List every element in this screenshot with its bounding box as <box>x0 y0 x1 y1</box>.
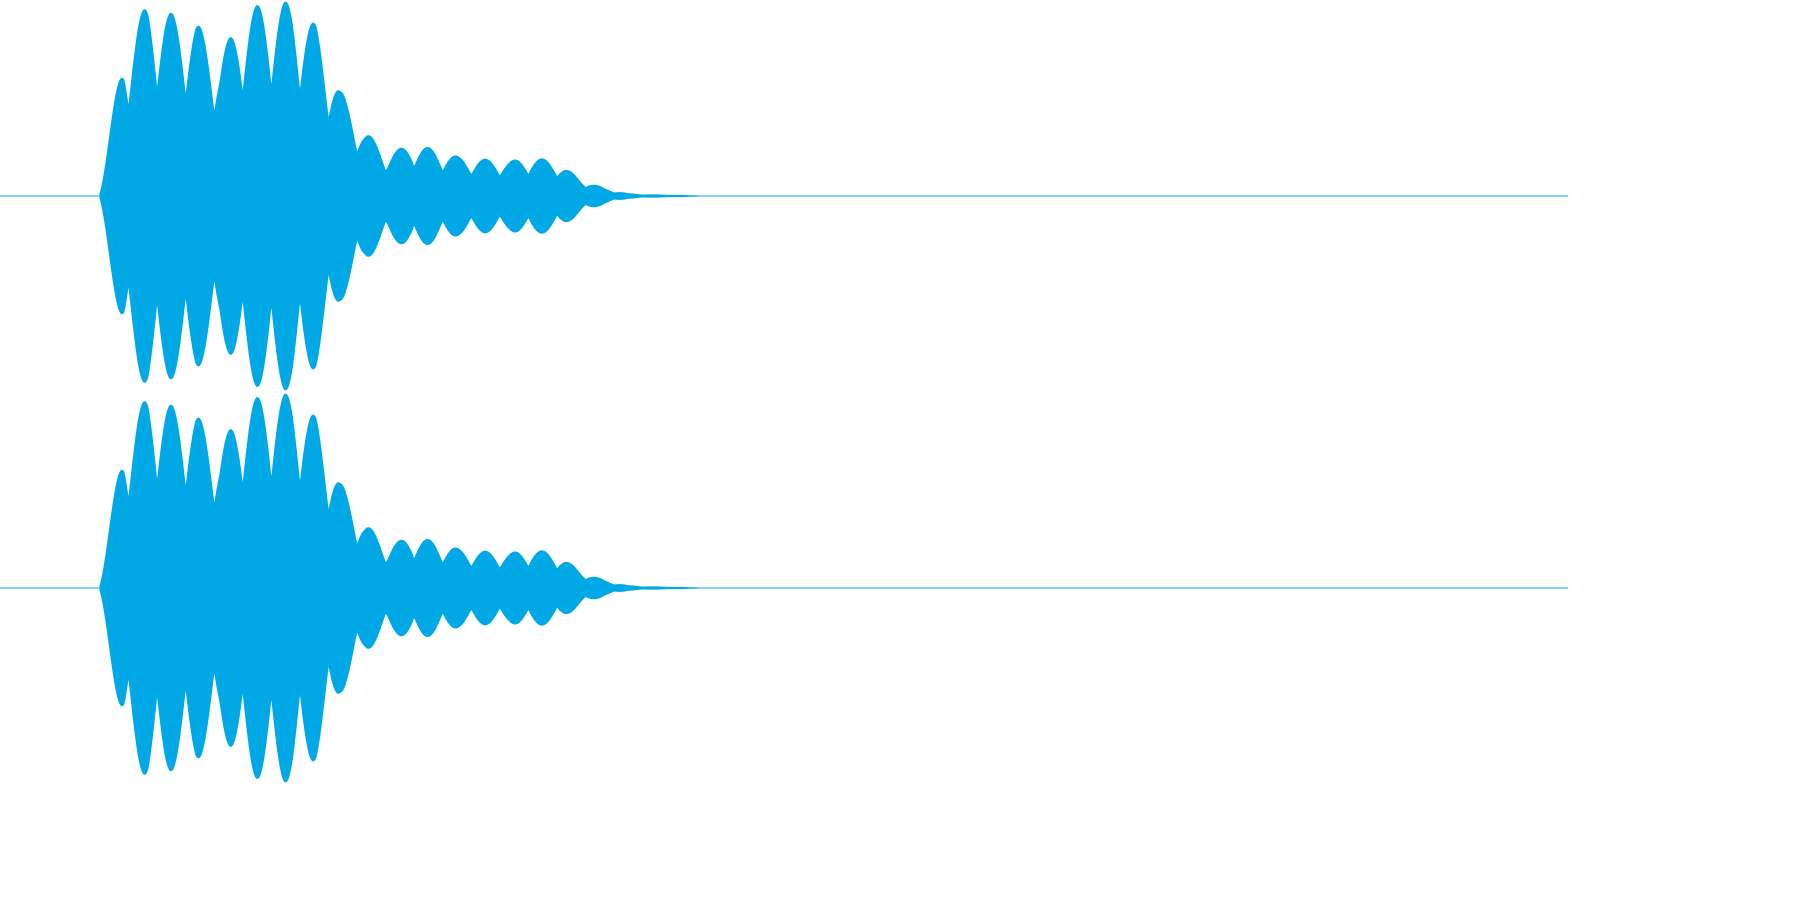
channel-left <box>0 1 1568 391</box>
waveform-display <box>0 0 1568 784</box>
waveform-signal <box>99 393 700 783</box>
waveform-signal <box>99 1 700 391</box>
channel-right <box>0 393 1568 783</box>
